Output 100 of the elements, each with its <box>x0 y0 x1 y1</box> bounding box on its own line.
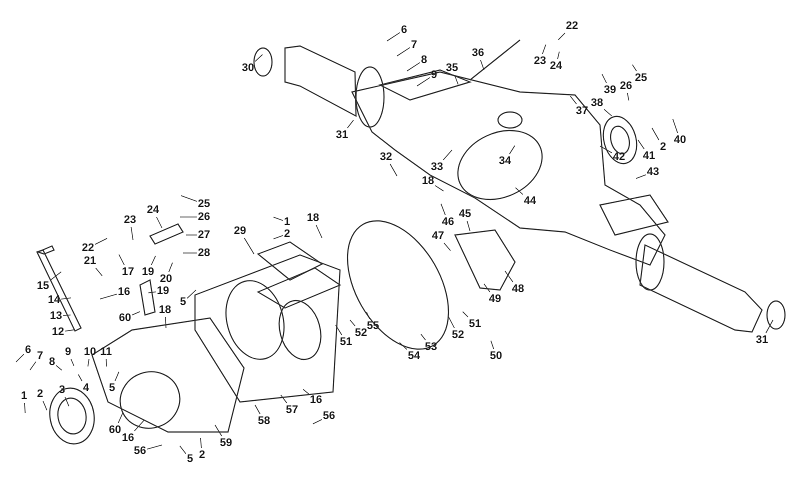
callout-number: 7 <box>36 350 44 362</box>
callout-number: 24 <box>550 60 562 72</box>
callout-number: 38 <box>590 97 604 109</box>
callout-number: 27 <box>198 229 210 241</box>
leader-line <box>62 314 71 316</box>
callout-number: 25 <box>634 72 648 84</box>
callout-number: 45 <box>458 208 472 220</box>
leader-line <box>280 394 288 404</box>
callout-number: 30 <box>242 62 254 74</box>
leader-line <box>302 388 310 394</box>
callout-number: 59 <box>220 437 232 449</box>
callout-number: 10 <box>84 346 96 358</box>
leader-line <box>24 402 26 414</box>
callout-number: 32 <box>380 151 392 163</box>
leader-line <box>180 195 198 202</box>
callout-number: 49 <box>488 293 502 305</box>
leader-line <box>652 128 660 140</box>
callout-number: 22 <box>82 242 94 254</box>
leader-line <box>444 242 451 251</box>
leader-line <box>148 292 156 294</box>
callout-number: 16 <box>122 432 134 444</box>
callout-number: 8 <box>48 356 56 368</box>
callout-number: 13 <box>50 310 62 322</box>
leader-line <box>454 74 458 85</box>
leader-line <box>366 312 370 320</box>
leader-line <box>186 234 198 236</box>
callout-number: 42 <box>612 151 626 163</box>
leader-line <box>600 146 612 154</box>
leader-line <box>515 187 524 195</box>
callout-number: 36 <box>472 47 484 59</box>
leader-line <box>50 271 62 281</box>
callout-number: 50 <box>490 350 502 362</box>
leader-line <box>448 316 455 328</box>
callout-number: 52 <box>452 329 464 341</box>
callout-number: 2 <box>284 228 290 240</box>
leader-line <box>42 400 48 411</box>
callout-number: 48 <box>512 283 524 295</box>
callout-number: 11 <box>100 346 112 358</box>
leader-line <box>132 311 140 316</box>
callout-number: 8 <box>420 54 428 66</box>
leader-line <box>186 290 196 299</box>
callout-number: 40 <box>674 134 686 146</box>
leader-line <box>156 216 162 228</box>
leader-line <box>64 396 70 407</box>
leader-line <box>214 424 222 436</box>
callout-number: 1 <box>20 390 28 402</box>
callout-number: 16 <box>118 286 130 298</box>
leader-line <box>672 118 678 134</box>
leader-line <box>60 298 72 300</box>
callout-number: 34 <box>498 155 512 167</box>
callout-number: 20 <box>160 273 172 285</box>
leader-line <box>316 224 322 238</box>
leader-line <box>180 216 198 218</box>
leader-line <box>442 150 452 160</box>
callout-number: 19 <box>156 285 170 297</box>
leader-line <box>350 320 356 326</box>
callout-number: 26 <box>620 80 632 92</box>
leader-line <box>490 340 494 350</box>
callout-number: 22 <box>566 20 578 32</box>
callout-number: 35 <box>446 62 458 74</box>
callout-number: 56 <box>134 445 146 457</box>
leader-line <box>466 220 470 232</box>
callout-number: 5 <box>180 296 186 308</box>
callout-number: 43 <box>646 166 660 178</box>
callout-number: 56 <box>322 410 336 422</box>
callout-number: 54 <box>408 350 420 362</box>
leader-line <box>78 374 82 382</box>
callout-number: 18 <box>422 175 434 187</box>
leader-line <box>273 235 284 240</box>
leader-line <box>30 361 36 370</box>
callout-number: 41 <box>642 150 656 162</box>
callout-number: 4 <box>82 382 90 394</box>
callout-number: 23 <box>534 55 546 67</box>
leader-line <box>165 316 166 328</box>
leader-line <box>557 51 560 60</box>
leader-line <box>182 252 198 254</box>
leader-line <box>406 62 420 72</box>
callout-number: 6 <box>24 344 32 356</box>
callout-number: 14 <box>48 294 60 306</box>
leader-line <box>56 365 62 371</box>
callout-number: 47 <box>432 230 444 242</box>
callout-number: 28 <box>198 247 210 259</box>
leader-line <box>168 262 173 272</box>
callout-number: 33 <box>430 161 444 173</box>
leader-line <box>95 268 103 276</box>
leader-line <box>509 145 516 154</box>
leader-line <box>134 420 145 432</box>
leader-line <box>254 404 260 414</box>
leader-line <box>396 47 410 56</box>
callout-number: 19 <box>142 266 154 278</box>
leader-line <box>484 284 490 292</box>
leader-line <box>602 74 607 84</box>
leader-line <box>254 54 263 62</box>
leader-line <box>335 324 342 336</box>
callout-number: 16 <box>310 394 322 406</box>
leader-line <box>570 96 577 104</box>
leader-line <box>118 254 125 266</box>
callout-number: 57 <box>286 404 298 416</box>
callout-number: 39 <box>604 84 616 96</box>
leader-line <box>88 358 90 367</box>
